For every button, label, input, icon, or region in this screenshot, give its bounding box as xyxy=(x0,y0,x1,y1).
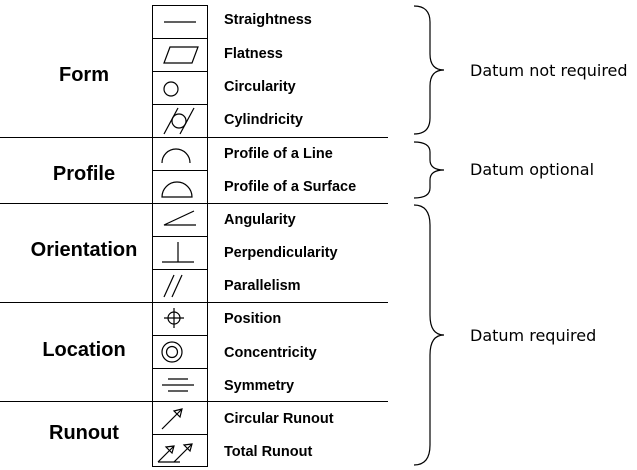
total-runout-icon xyxy=(152,434,208,467)
row-label-total-runout: Total Runout xyxy=(224,444,313,460)
brace-datum-required xyxy=(413,204,445,466)
cell-divider xyxy=(152,236,208,237)
group-divider-form-profile xyxy=(0,137,388,138)
cell-divider xyxy=(152,71,208,72)
parallelism-icon xyxy=(152,269,208,302)
angularity-icon xyxy=(152,203,208,236)
row-label-cylindricity: Cylindricity xyxy=(224,112,303,128)
group-label-form: Form xyxy=(59,64,109,86)
straightness-icon xyxy=(152,5,208,38)
group-label-location: Location xyxy=(42,339,126,361)
cell-divider xyxy=(152,269,208,270)
circularity-icon xyxy=(152,71,208,104)
profile-surface-icon xyxy=(152,170,208,203)
brace-form xyxy=(413,5,445,135)
row-label-position: Position xyxy=(224,311,282,327)
row-label-flatness: Flatness xyxy=(224,46,283,62)
row-label-symmetry: Symmetry xyxy=(224,378,295,394)
row-label-parallelism: Parallelism xyxy=(224,278,301,294)
row-label-profile-of-a-line: Profile of a Line xyxy=(224,146,333,162)
group-divider-orientation-location xyxy=(0,302,388,303)
perpendicularity-icon xyxy=(152,236,208,269)
position-icon xyxy=(152,302,208,335)
row-label-angularity: Angularity xyxy=(224,212,296,228)
row-label-profile-of-a-surface: Profile of a Surface xyxy=(224,179,357,195)
cell-divider xyxy=(152,104,208,105)
cell-divider xyxy=(152,368,208,369)
note-datum-not-required: Datum not required xyxy=(470,61,628,80)
row-label-perpendicularity: Perpendicularity xyxy=(224,245,338,261)
row-label-concentricity: Concentricity xyxy=(224,345,317,361)
concentricity-icon xyxy=(152,335,208,368)
note-datum-optional: Datum optional xyxy=(470,160,595,179)
symmetry-icon xyxy=(152,368,208,401)
row-label-circular-runout: Circular Runout xyxy=(224,411,334,427)
cell-divider xyxy=(152,335,208,336)
flatness-icon xyxy=(152,38,208,71)
group-label-runout: Runout xyxy=(49,422,119,444)
group-divider-profile-orientation xyxy=(0,203,388,204)
group-label-profile: Profile xyxy=(52,163,116,185)
group-divider-location-runout xyxy=(0,401,388,402)
cylindricity-icon xyxy=(152,104,208,137)
brace-profile xyxy=(413,141,445,199)
cell-divider xyxy=(152,170,208,171)
group-label-orientation: Orientation xyxy=(30,239,138,261)
note-datum-required: Datum required xyxy=(470,326,597,345)
circular-runout-icon xyxy=(152,401,208,434)
profile-line-icon xyxy=(152,137,208,170)
cell-divider xyxy=(152,434,208,435)
row-label-circularity: Circularity xyxy=(224,79,296,95)
row-label-straightness: Straightness xyxy=(224,12,312,28)
cell-divider xyxy=(152,38,208,39)
